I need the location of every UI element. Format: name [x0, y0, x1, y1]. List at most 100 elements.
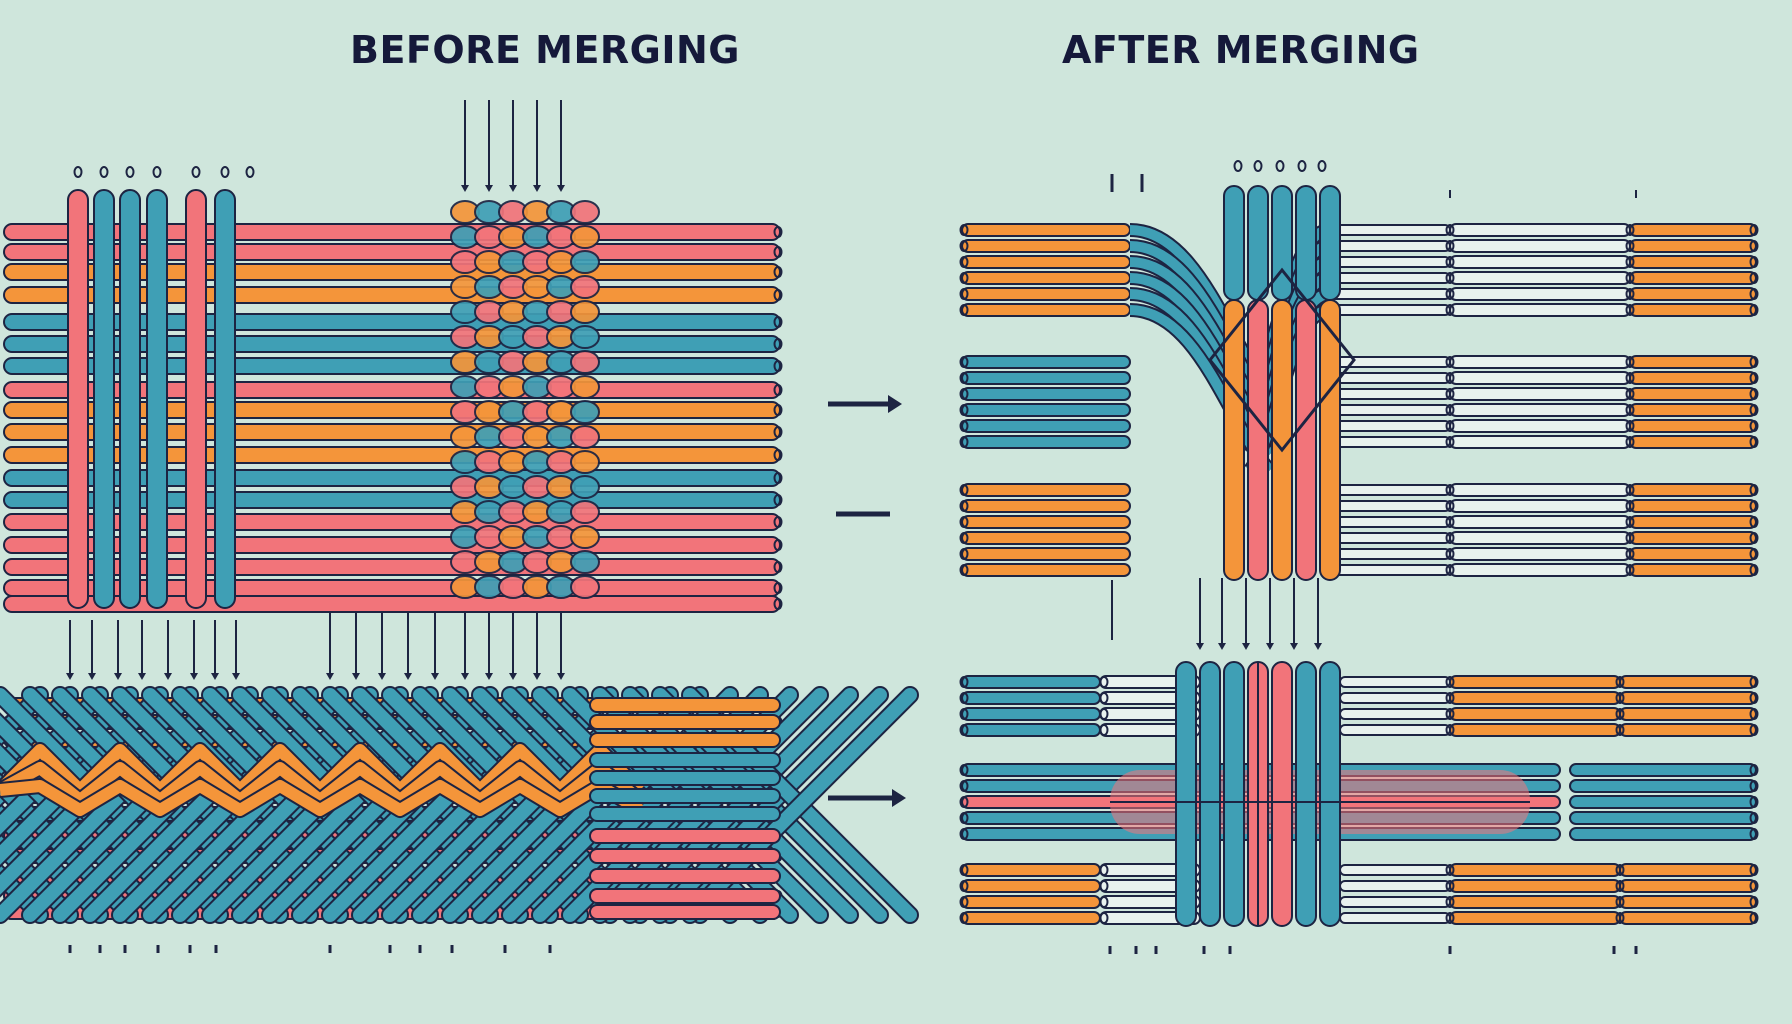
strand-joint	[1615, 864, 1625, 876]
after-strand-pale	[1449, 483, 1631, 497]
strand-end-cap	[1749, 676, 1759, 688]
arrow-head	[461, 185, 469, 192]
strand-end-cap	[959, 256, 969, 268]
before-horizontal-strand	[589, 904, 781, 920]
strand-joint	[1099, 896, 1109, 908]
strand-end-cap	[1749, 564, 1759, 576]
braid-strand	[1223, 185, 1245, 301]
after-strand-right	[1569, 763, 1757, 777]
strand-top-marker	[125, 166, 135, 178]
strand-joint	[1615, 912, 1625, 924]
down-arrow	[88, 620, 96, 680]
strand-joint	[1615, 708, 1625, 720]
strand-end-cap	[959, 484, 969, 496]
after-strand-left	[961, 911, 1101, 925]
strand-joint	[1625, 356, 1635, 368]
after-strand-mid	[1449, 707, 1621, 721]
after-strand-right	[1619, 707, 1757, 721]
weave-loop	[570, 375, 600, 399]
braid-strand	[1295, 299, 1317, 581]
strand-joint	[1445, 896, 1455, 908]
arrow-head	[1266, 643, 1274, 650]
after-strand-right	[1619, 723, 1757, 737]
strand-joint	[1099, 912, 1109, 924]
input-arrow	[533, 100, 541, 192]
strand-end-cap	[773, 404, 783, 416]
after-strand-pale	[1449, 499, 1631, 513]
after-strand-right	[1569, 779, 1757, 793]
strand-end-cap	[959, 880, 969, 892]
merged-vertical-strand	[1223, 661, 1245, 927]
arrow-head	[378, 673, 386, 680]
strand-end-cap	[1749, 516, 1759, 528]
after-strand-left	[961, 691, 1101, 705]
down-arrow	[1196, 578, 1204, 650]
strand-end-cap	[959, 420, 969, 432]
strand-joint	[1099, 692, 1109, 704]
after-strand-pale	[1329, 436, 1451, 448]
before-vertical-strand	[67, 189, 89, 609]
strand-joint	[1445, 532, 1455, 544]
strand-end-cap	[959, 724, 969, 736]
strand-end-cap	[1749, 880, 1759, 892]
strand-joint	[1625, 436, 1635, 448]
weave-loop	[570, 325, 600, 349]
after-strand-right	[1619, 895, 1757, 909]
weave-loop	[570, 250, 600, 274]
strand-joint	[1625, 288, 1635, 300]
down-arrow	[404, 612, 412, 680]
after-strand-pale	[1449, 255, 1631, 269]
strand-joint	[1445, 224, 1455, 236]
strand-end-cap	[1749, 224, 1759, 236]
strand-joint	[1445, 256, 1455, 268]
after-strand-right	[1629, 419, 1757, 433]
strand-joint	[1445, 516, 1455, 528]
strand-top-marker	[220, 166, 230, 178]
braid-top-marker	[1317, 160, 1327, 172]
after-strand-right	[1619, 911, 1757, 925]
strand-top-marker	[191, 166, 201, 178]
after-strand-right	[1569, 795, 1757, 809]
after-strand-left	[961, 499, 1131, 513]
strand-end-cap	[1749, 708, 1759, 720]
after-strand-left	[961, 371, 1131, 385]
strand-end-cap	[1749, 484, 1759, 496]
strand-end-cap	[959, 548, 969, 560]
strand-joint	[1099, 880, 1109, 892]
strand-joint	[1445, 676, 1455, 688]
arrow-head	[888, 395, 902, 413]
strand-end-cap	[773, 582, 783, 594]
arrow-head	[1242, 643, 1250, 650]
strand-joint	[1445, 372, 1455, 384]
weave-loop	[570, 300, 600, 324]
strand-joint	[1625, 272, 1635, 284]
down-arrow	[232, 620, 240, 680]
braid-strand	[1319, 299, 1341, 581]
after-strand-pale	[1449, 303, 1631, 317]
down-arrow	[557, 612, 565, 680]
after-vertical-braid	[1208, 160, 1356, 581]
strand-joint	[1445, 864, 1455, 876]
after-strand-pale	[1449, 271, 1631, 285]
after-strand-left	[961, 707, 1101, 721]
after-strand-left	[961, 271, 1131, 285]
arrow-head	[557, 673, 565, 680]
strand-end-cap	[959, 240, 969, 252]
after-strand-pale	[1339, 896, 1451, 908]
after-strand-left	[961, 723, 1101, 737]
arrow-head	[509, 673, 517, 680]
weave-loop	[570, 275, 600, 299]
strand-end-cap	[773, 426, 783, 438]
arrow-head	[88, 673, 96, 680]
down-arrow	[431, 612, 439, 680]
braid-strand	[1295, 185, 1317, 301]
after-strand-mid	[1449, 691, 1621, 705]
strand-joint	[1445, 304, 1455, 316]
strand-joint	[1625, 516, 1635, 528]
strand-end-cap	[773, 384, 783, 396]
strand-joint	[1445, 708, 1455, 720]
strand-joint	[1445, 880, 1455, 892]
after-strand-right	[1629, 563, 1757, 577]
after-strand-pale	[1339, 880, 1451, 892]
down-arrow	[326, 612, 334, 680]
